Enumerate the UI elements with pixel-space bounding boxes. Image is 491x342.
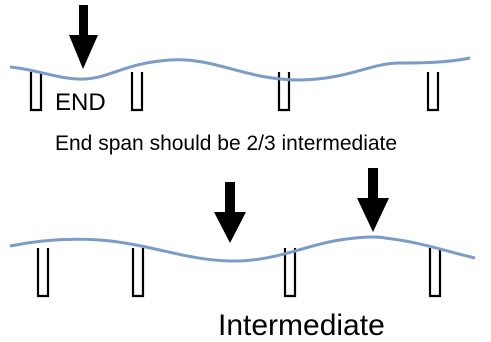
intermediate-span-case [9,168,476,298]
deflected-beam-end [9,56,471,82]
support-post-end-2 [130,72,144,112]
support-post-int-2 [131,248,145,298]
end-label: END [55,89,106,116]
end-span-case [9,5,471,112]
intermediate-label: Intermediate [218,309,385,342]
load-arrow-intermediate-2 [357,168,389,232]
support-post-int-3 [283,248,297,298]
caption-text: End span should be 2/3 intermediate [55,132,398,155]
load-arrow-end [69,5,98,69]
deflected-beam-intermediate [9,235,476,263]
support-post-end-4 [426,72,440,112]
support-post-end-1 [29,72,43,112]
load-arrow-intermediate-1 [214,182,246,243]
support-post-int-1 [36,248,50,298]
support-post-end-3 [277,72,291,112]
support-post-int-4 [428,248,442,298]
